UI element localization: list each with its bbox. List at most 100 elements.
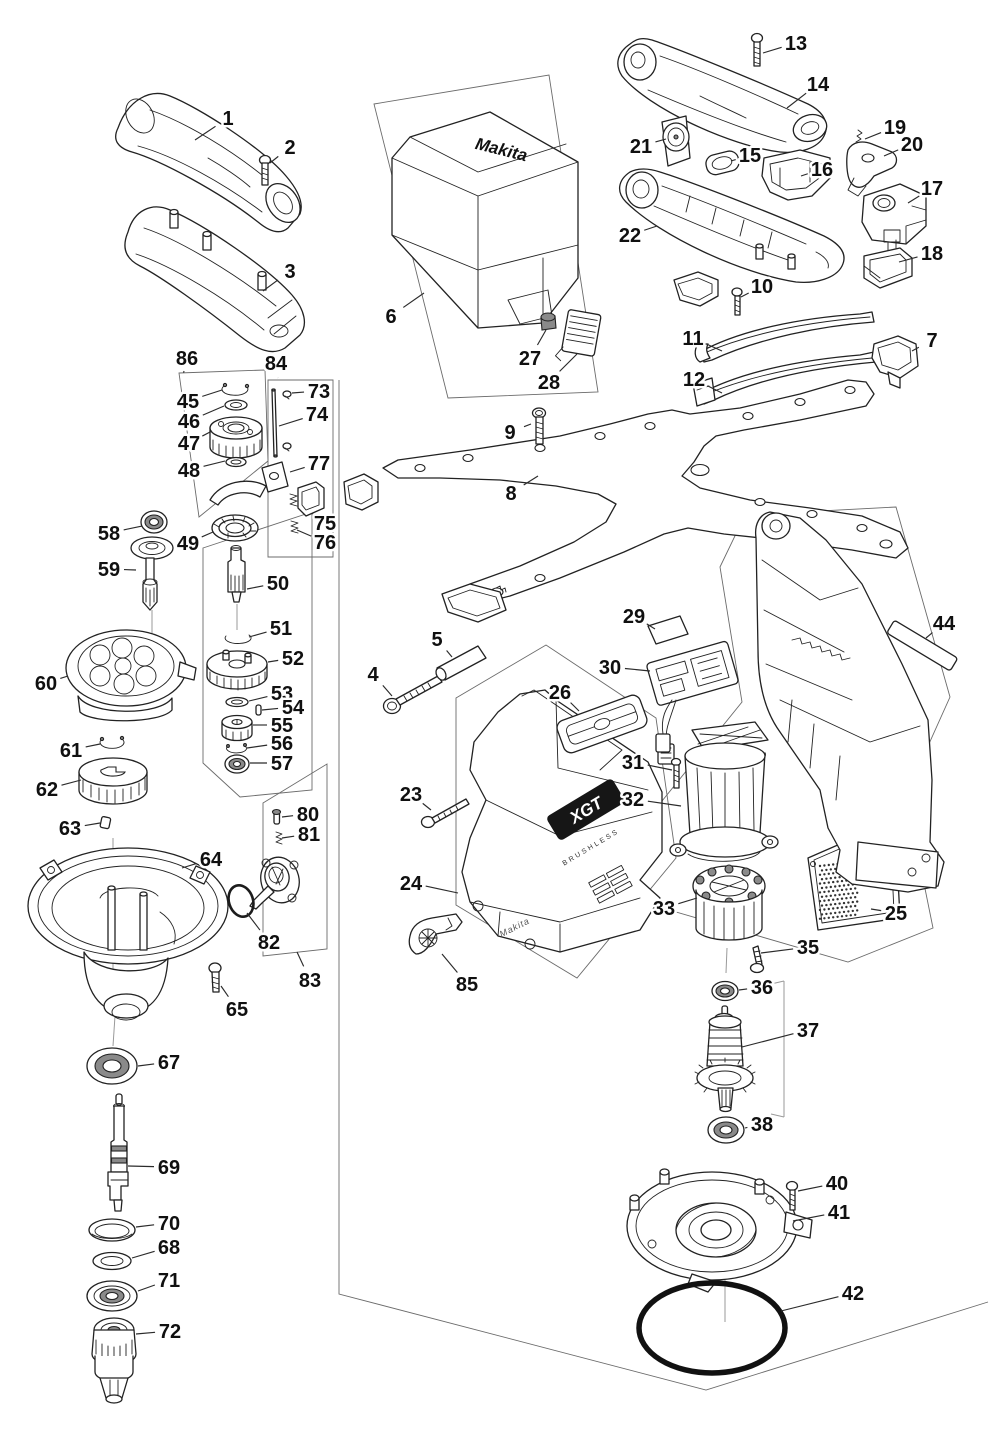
callout-leader-75 [311, 512, 314, 515]
callout-leader-14 [786, 92, 807, 109]
callout-leader-17 [907, 195, 920, 204]
part-85-bracket [408, 913, 463, 955]
callout-leader-56 [246, 744, 268, 749]
group-outline-84 [267, 379, 334, 558]
callout-number-51: 51 [270, 618, 292, 640]
callout-leader-1 [194, 125, 216, 141]
callout-leader-25 [870, 908, 882, 912]
part-17-switch [861, 183, 927, 251]
part-4-bolt [382, 675, 443, 715]
callout-leader-47 [202, 430, 213, 437]
part-56-clip [226, 743, 247, 754]
callout-number-30: 30 [599, 657, 621, 679]
part-3-handle-base [124, 206, 306, 353]
callout-number-13: 13 [785, 33, 807, 55]
callout-leader-3 [262, 279, 279, 292]
callout-leader-63 [84, 822, 101, 827]
callout-leader-4 [382, 684, 393, 697]
callout-number-14: 14 [807, 74, 830, 96]
callout-leader-30 [624, 667, 651, 672]
part-24-motor-housing: XGT BRUSHLESS Makita [461, 689, 663, 953]
callout-number-71: 71 [158, 1270, 180, 1292]
callout-number-24: 24 [400, 873, 423, 895]
part-40-screw [785, 1180, 799, 1211]
callout-leader-21 [655, 138, 667, 143]
callout-number-19: 19 [884, 117, 906, 139]
part-30-terminal-block [646, 640, 739, 765]
part-74-rod [271, 388, 278, 458]
part-37-rotor [694, 1005, 756, 1113]
part-13-screw [750, 32, 764, 67]
part-23-screw [420, 798, 470, 829]
callout-leader-41 [792, 1214, 825, 1222]
part-75-bracket [297, 481, 325, 517]
callout-number-46: 46 [178, 411, 200, 433]
callout-leader-42 [780, 1296, 839, 1312]
callout-leader-12 [707, 385, 723, 394]
callout-leader-80 [281, 815, 294, 818]
callout-number-33: 33 [653, 898, 675, 920]
part-67-bearing [86, 1047, 138, 1085]
part-58-bearing [140, 510, 168, 534]
callout-number-83: 83 [299, 970, 321, 992]
callout-number-50: 50 [267, 573, 289, 595]
callout-leader-60 [60, 675, 69, 679]
part-41-bearing-plate [626, 1168, 813, 1293]
part-16-bracket [761, 149, 831, 201]
part-32-motor [655, 699, 779, 862]
callout-number-72: 72 [159, 1321, 181, 1343]
part-9-screw [531, 407, 547, 445]
callout-number-70: 70 [158, 1213, 180, 1235]
callout-number-20: 20 [901, 134, 923, 156]
callout-number-21: 21 [630, 136, 652, 158]
callout-leader-7 [911, 346, 920, 352]
callout-number-26: 26 [549, 682, 571, 704]
callout-number-3: 3 [284, 261, 295, 283]
callout-leader-26 [570, 702, 580, 712]
callout-number-84: 84 [265, 353, 288, 375]
callout-number-9: 9 [504, 422, 515, 444]
part-28-clip [555, 309, 602, 362]
callout-number-73: 73 [308, 381, 330, 403]
callout-leader-76 [296, 529, 312, 537]
part-26-lens [556, 694, 648, 754]
part-36-bearing [711, 980, 739, 1002]
part-53-washer [225, 696, 249, 708]
part-70-wave-washer [88, 1218, 136, 1242]
part-21-dial [661, 115, 691, 167]
group-outline-spindle-stack [202, 511, 313, 798]
callout-number-69: 69 [158, 1157, 180, 1179]
callout-leader-19 [864, 132, 882, 140]
callout-leader-61 [85, 743, 101, 748]
callout-leader-53 [248, 695, 268, 702]
callout-leader-15 [730, 158, 736, 162]
part-55-hub [221, 714, 253, 742]
callout-number-8: 8 [505, 483, 516, 505]
callout-leader-48 [203, 460, 226, 467]
callout-leader-22 [644, 225, 658, 231]
callout-leader-69 [127, 1165, 155, 1168]
callout-number-86: 86 [176, 348, 198, 370]
group-outline-case [373, 74, 599, 399]
part-60-clutch-housing [65, 629, 197, 722]
part-68-washer [92, 1251, 132, 1271]
callout-leader-11 [706, 343, 723, 352]
callout-number-4: 4 [367, 664, 379, 686]
corner-cap-bottom [441, 583, 507, 623]
callout-number-64: 64 [200, 849, 223, 871]
callout-number-82: 82 [258, 932, 280, 954]
callout-number-12: 12 [683, 369, 705, 391]
part-47-gear [209, 416, 263, 459]
callout-number-41: 41 [828, 1202, 850, 1224]
callout-leader-18 [898, 256, 918, 263]
callout-leader-49 [201, 531, 214, 538]
callout-leader-52 [267, 659, 279, 663]
callout-number-11: 11 [682, 328, 703, 350]
callout-leader-54 [261, 707, 279, 711]
callout-leader-38 [744, 1126, 748, 1129]
part-12-strip [692, 351, 877, 407]
callout-leader-6 [402, 292, 425, 308]
part-77-shift-fork [209, 461, 289, 506]
